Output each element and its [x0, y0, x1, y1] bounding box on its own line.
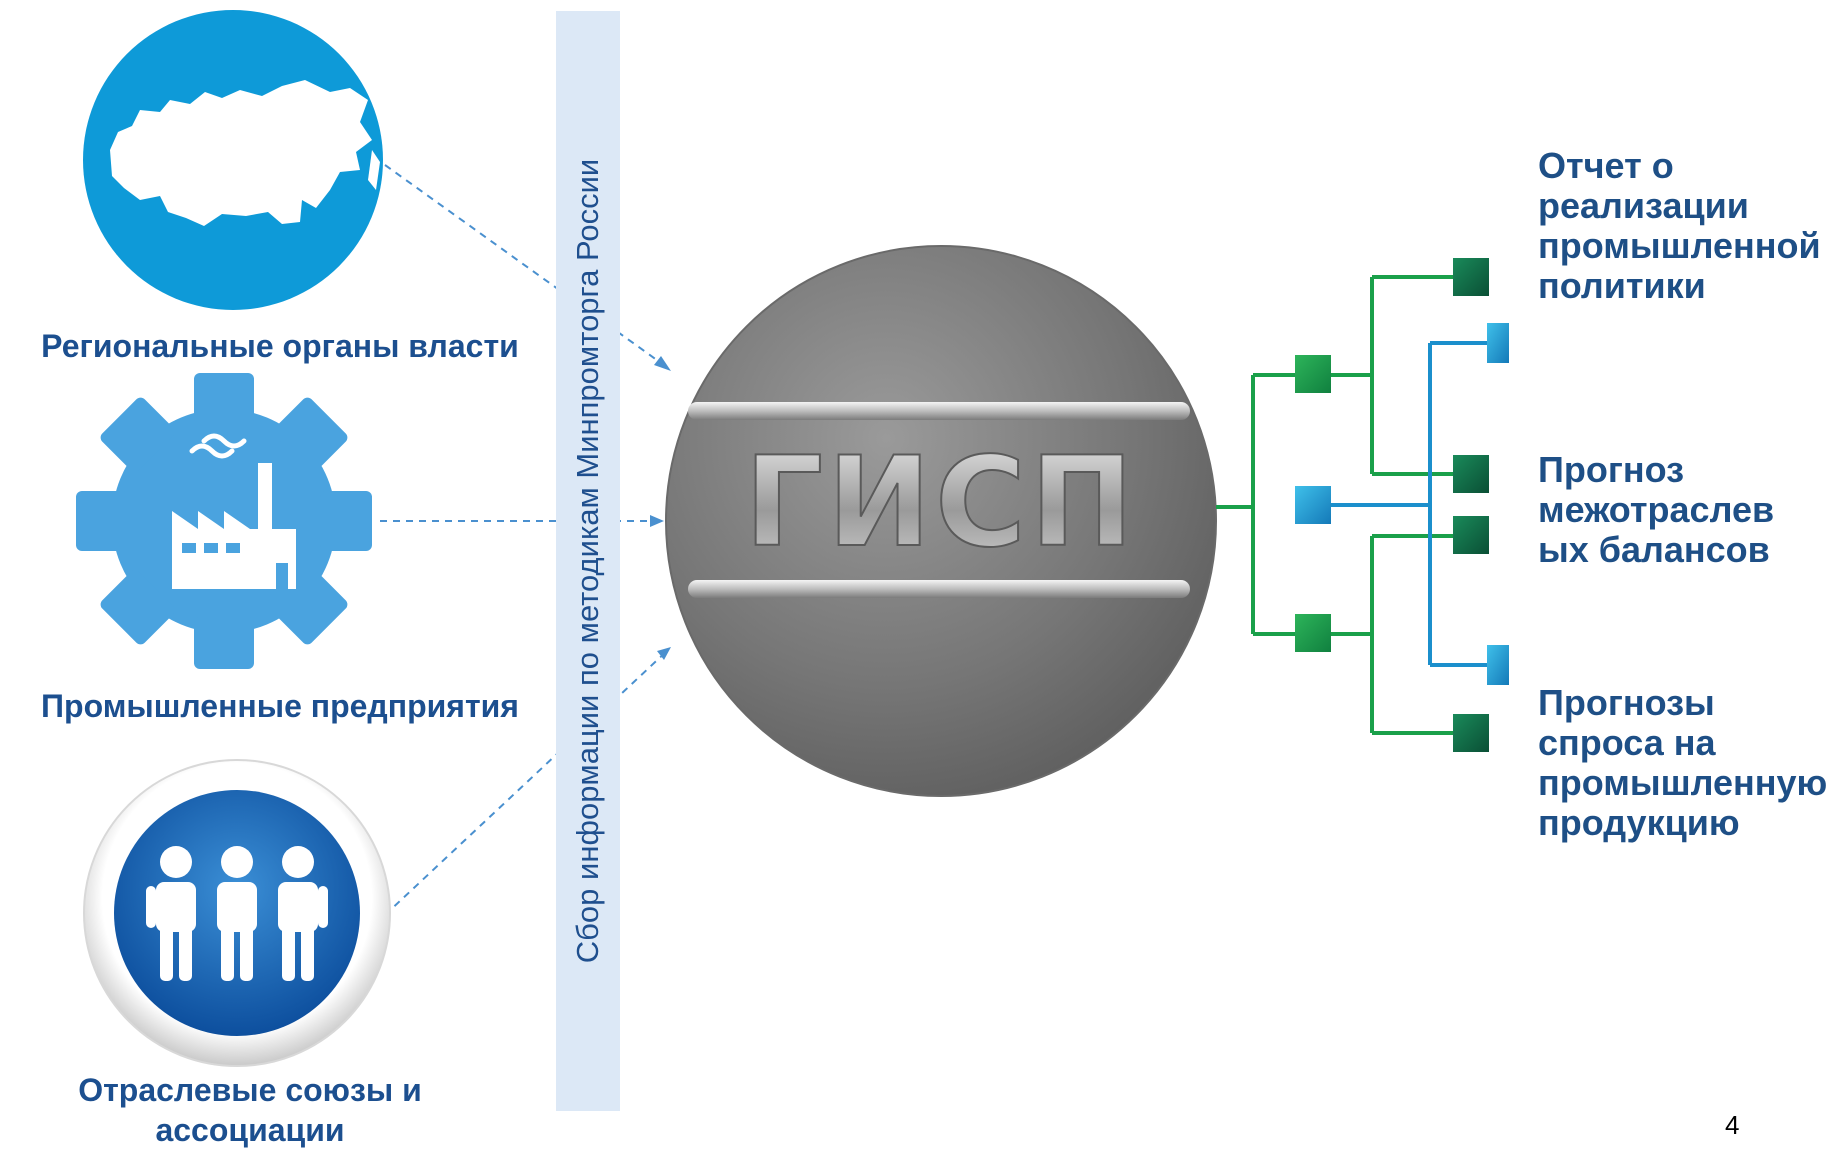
output-label-line: спроса на: [1538, 722, 1716, 763]
info-collection-band: [556, 11, 620, 1111]
people-group-icon: [83, 759, 391, 1067]
source-label-industrial: Промышленные предприятия: [41, 688, 519, 724]
output-label-line: реализации: [1538, 185, 1749, 226]
output-label-line: межотраслев: [1538, 489, 1775, 530]
tree-node-dark: [1453, 714, 1489, 752]
disc-top-bar: [688, 402, 1190, 420]
tree-node-blue: [1487, 323, 1509, 363]
tree-node-green: [1295, 614, 1331, 652]
factory-gear-icon: [76, 373, 372, 669]
smoke-icon: [189, 433, 247, 459]
output-label-policy-report: Отчет о реализации промышленной политики: [1538, 146, 1821, 306]
disc-bottom-bar: [688, 580, 1190, 598]
output-label-line: промышленную: [1538, 762, 1828, 803]
disc-title: ГИСП: [744, 431, 1138, 575]
output-label-line: Прогнозы: [1538, 682, 1715, 723]
arrow-regional: [384, 164, 669, 369]
output-label-demand-forecast: Прогнозы спроса на промышленную продукци…: [1538, 683, 1827, 843]
source-label-unions-line: Отраслевые союзы и: [78, 1072, 422, 1108]
source-label-unions-line: ассоциации: [155, 1112, 345, 1148]
dashed-connectors: [380, 164, 669, 916]
output-label-interbranch-forecast: Прогноз межотраслев ых балансов: [1538, 450, 1774, 570]
output-label-line: промышленной: [1538, 225, 1821, 266]
output-label-line: Отчет о: [1538, 145, 1674, 186]
gear-teeth: [76, 373, 372, 669]
tree-node-dark: [1453, 516, 1489, 554]
page-number: 4: [1725, 1110, 1740, 1140]
output-label-line: Прогноз: [1538, 449, 1685, 490]
tree-node-dark: [1453, 455, 1489, 493]
output-label-line: политики: [1538, 265, 1706, 306]
arrowhead-unions: [657, 647, 671, 660]
output-label-line: ых балансов: [1538, 529, 1770, 570]
factory-icon: [172, 463, 296, 589]
output-tree: [1216, 275, 1487, 735]
arrowhead-regional: [654, 356, 671, 371]
source-label-unions: Отраслевые союзы и ассоциации: [0, 1070, 500, 1150]
gisp-disc: ГИСП: [665, 245, 1217, 797]
tree-node-blue: [1295, 486, 1331, 524]
arrowhead-industrial: [650, 515, 664, 527]
output-label-line: продукцию: [1538, 802, 1740, 843]
arrowheads: [650, 356, 671, 660]
tree-blue-lines: [1330, 341, 1487, 667]
tree-node-blue: [1487, 645, 1509, 685]
tree-green-lines: [1216, 275, 1453, 735]
russia-map-icon: [83, 10, 383, 310]
tree-node-dark: [1453, 258, 1489, 296]
tree-nodes: [1295, 258, 1509, 752]
tree-node-green: [1295, 355, 1331, 393]
source-label-regional: Региональные органы власти: [41, 328, 519, 364]
info-collection-caption: Сбор информации по методикам Минпромторг…: [570, 158, 605, 964]
